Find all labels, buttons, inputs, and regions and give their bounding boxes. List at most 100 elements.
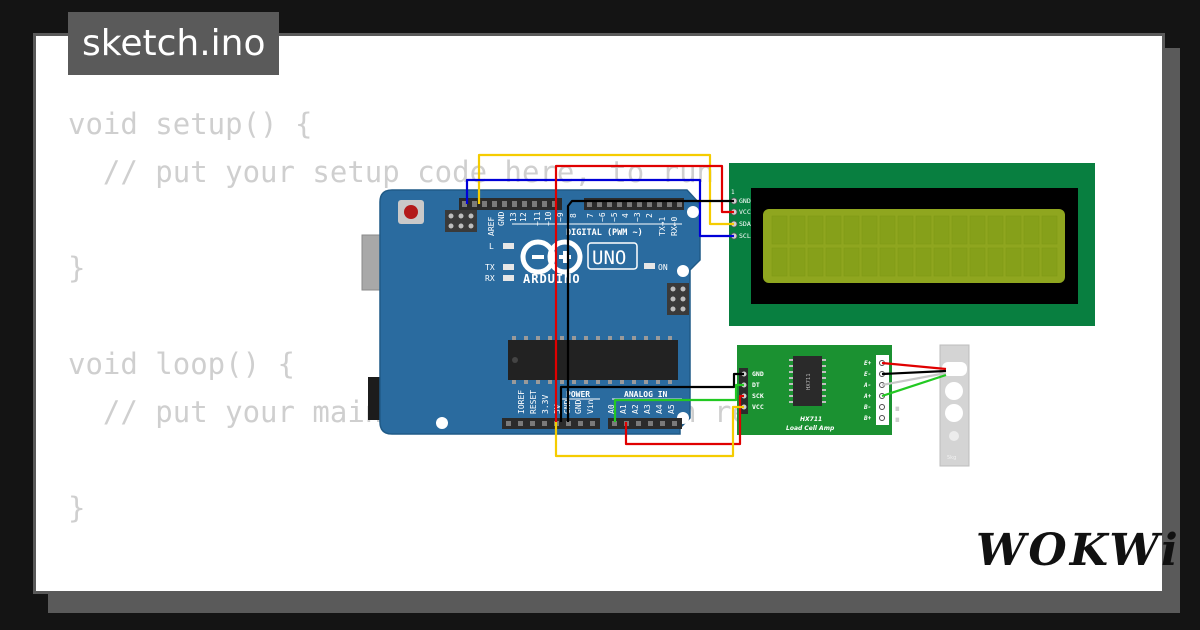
pin-label: A0 (607, 404, 616, 414)
wire-loadcell-black (881, 369, 947, 376)
pin-label: A5 (667, 404, 676, 414)
hx711-chip-legs (789, 359, 826, 403)
led-l-label: L (489, 242, 494, 251)
led-l (503, 243, 514, 249)
load-cell-hole (945, 382, 963, 400)
pin-label: 13 (509, 212, 518, 222)
pin-label: IOREF (517, 390, 526, 414)
hx711-board-label: HX711 (800, 416, 822, 423)
load-cell-hole (945, 404, 963, 422)
pin-label: RX←0 (670, 217, 679, 236)
wire-loadcell-red (881, 361, 947, 371)
pin-label-gnd: GND (497, 211, 506, 226)
led-on (644, 263, 655, 269)
wire-hx711-sck (624, 394, 744, 446)
hx711-pin-label: A- (863, 382, 871, 389)
pin-label: TX→1 (658, 217, 667, 236)
hx711-chip-label: HX711 (806, 373, 812, 390)
wire-lcd-vcc (554, 164, 734, 422)
pin-label: GND (574, 399, 583, 414)
pin-label: ~3 (633, 212, 642, 222)
lcd-1602-i2c[interactable]: 1 GND VCC SDA SCL (729, 163, 1095, 326)
hx711-subtitle: Load Cell Amp (786, 425, 835, 432)
pin-label: ~10 (544, 211, 553, 226)
pin-label: 5V (553, 404, 562, 414)
pin-label: ~6 (598, 212, 607, 222)
digital-pin-labels: AREF GND 13 12 ~11 ~10 ~9 8 7 ~6 ~5 4 ~3… (487, 211, 679, 236)
analog-header (608, 418, 682, 429)
load-cell[interactable]: 5kg (939, 344, 970, 467)
wire-lcd-gnd (566, 199, 734, 422)
code-line: void loop() { (68, 347, 295, 381)
wire-hx711-vcc (554, 405, 744, 458)
hx711-pin-label: DT (752, 381, 760, 389)
icsp2-header (667, 283, 689, 315)
lcd-pin-labels: GND VCC SDA SCL (739, 197, 751, 240)
code-line: } (68, 491, 86, 525)
pin-label: ~5 (610, 212, 619, 222)
file-name-tab: sketch.ino (68, 12, 280, 75)
wire-lcd-sda (477, 153, 734, 226)
pin-label: Vin (586, 399, 595, 414)
chip-pins (512, 336, 672, 384)
power-label: POWER (566, 390, 590, 399)
hx711-pin-label: E- (864, 371, 871, 378)
mounting-hole (436, 417, 448, 429)
digital-pwm-label: DIGITAL (PWM ~) (566, 228, 643, 238)
uno-badge (587, 242, 638, 270)
atmega-chip (508, 340, 678, 380)
icsp2-pins (670, 286, 686, 312)
wokwi-logo: WOKWi (976, 525, 1181, 576)
pin-label: 8 (569, 213, 578, 218)
code-line: } (68, 251, 86, 285)
hx711-left-pin-labels: GND DT SCK VCC (752, 370, 764, 411)
pin-label: 3.3V (541, 395, 550, 414)
pin-label: 2 (645, 213, 654, 218)
load-cell-screw (949, 431, 959, 441)
hx711-right-pin-labels: E+ E- A- A+ B- B+ (863, 360, 872, 422)
code-line: void setup() { (68, 107, 313, 141)
mounting-hole (677, 265, 689, 277)
load-cell-label: 5kg (947, 455, 956, 461)
lcd-character-cells (771, 215, 1058, 277)
pin-label: RESET (529, 390, 538, 414)
analog-in-label: ANALOG IN (624, 390, 668, 399)
digital-header-pins (462, 201, 682, 207)
pin-label-aref: AREF (487, 217, 496, 236)
mounting-hole (687, 206, 699, 218)
hx711-pin-label: SCK (752, 392, 764, 400)
led-rx-label: RX (485, 274, 495, 283)
arduino-uno-board[interactable]: AREF GND 13 12 ~11 ~10 ~9 8 7 ~6 ~5 4 ~3… (361, 189, 701, 435)
wire-hx711-gnd (559, 372, 744, 422)
lcd-pin-number: 1 (731, 189, 735, 196)
chip-notch (512, 357, 518, 363)
hx711-module[interactable]: GND DT SCK VCC HX711 HX711 Load Cell Amp… (737, 345, 892, 435)
hx711-pin-label: GND (752, 370, 764, 378)
pin-label: 7 (586, 213, 595, 218)
pin-label: A3 (643, 404, 652, 414)
load-cell-strain-gauge (942, 362, 967, 376)
reset-button-cap[interactable] (404, 205, 418, 219)
hx711-pin-label: A+ (863, 393, 872, 400)
lcd-pin-label: VCC (739, 208, 751, 216)
wire-loadcell-white (881, 371, 947, 387)
lcd-pin-label: SDA (739, 220, 751, 228)
wires (465, 153, 947, 458)
arduino-logo-icon (520, 239, 583, 275)
led-on-label: ON (658, 263, 668, 272)
uno-model-text: UNO (592, 247, 626, 269)
hx711-pin-label: B- (863, 404, 871, 411)
hx711-pin-label: E+ (864, 360, 872, 367)
led-tx-label: TX (485, 263, 495, 272)
wire-loadcell-green (881, 373, 947, 398)
pin-label: A2 (631, 404, 640, 414)
pin-label: 12 (519, 212, 528, 222)
icsp-pins (448, 213, 474, 229)
arduino-brand-text: ARDUINO (523, 272, 581, 286)
bottom-header-pins (506, 421, 677, 426)
pin-label: A4 (655, 404, 664, 414)
pin-label: A1 (619, 404, 628, 414)
hx711-chip (793, 356, 822, 406)
wire-lcd-scl (465, 178, 734, 238)
